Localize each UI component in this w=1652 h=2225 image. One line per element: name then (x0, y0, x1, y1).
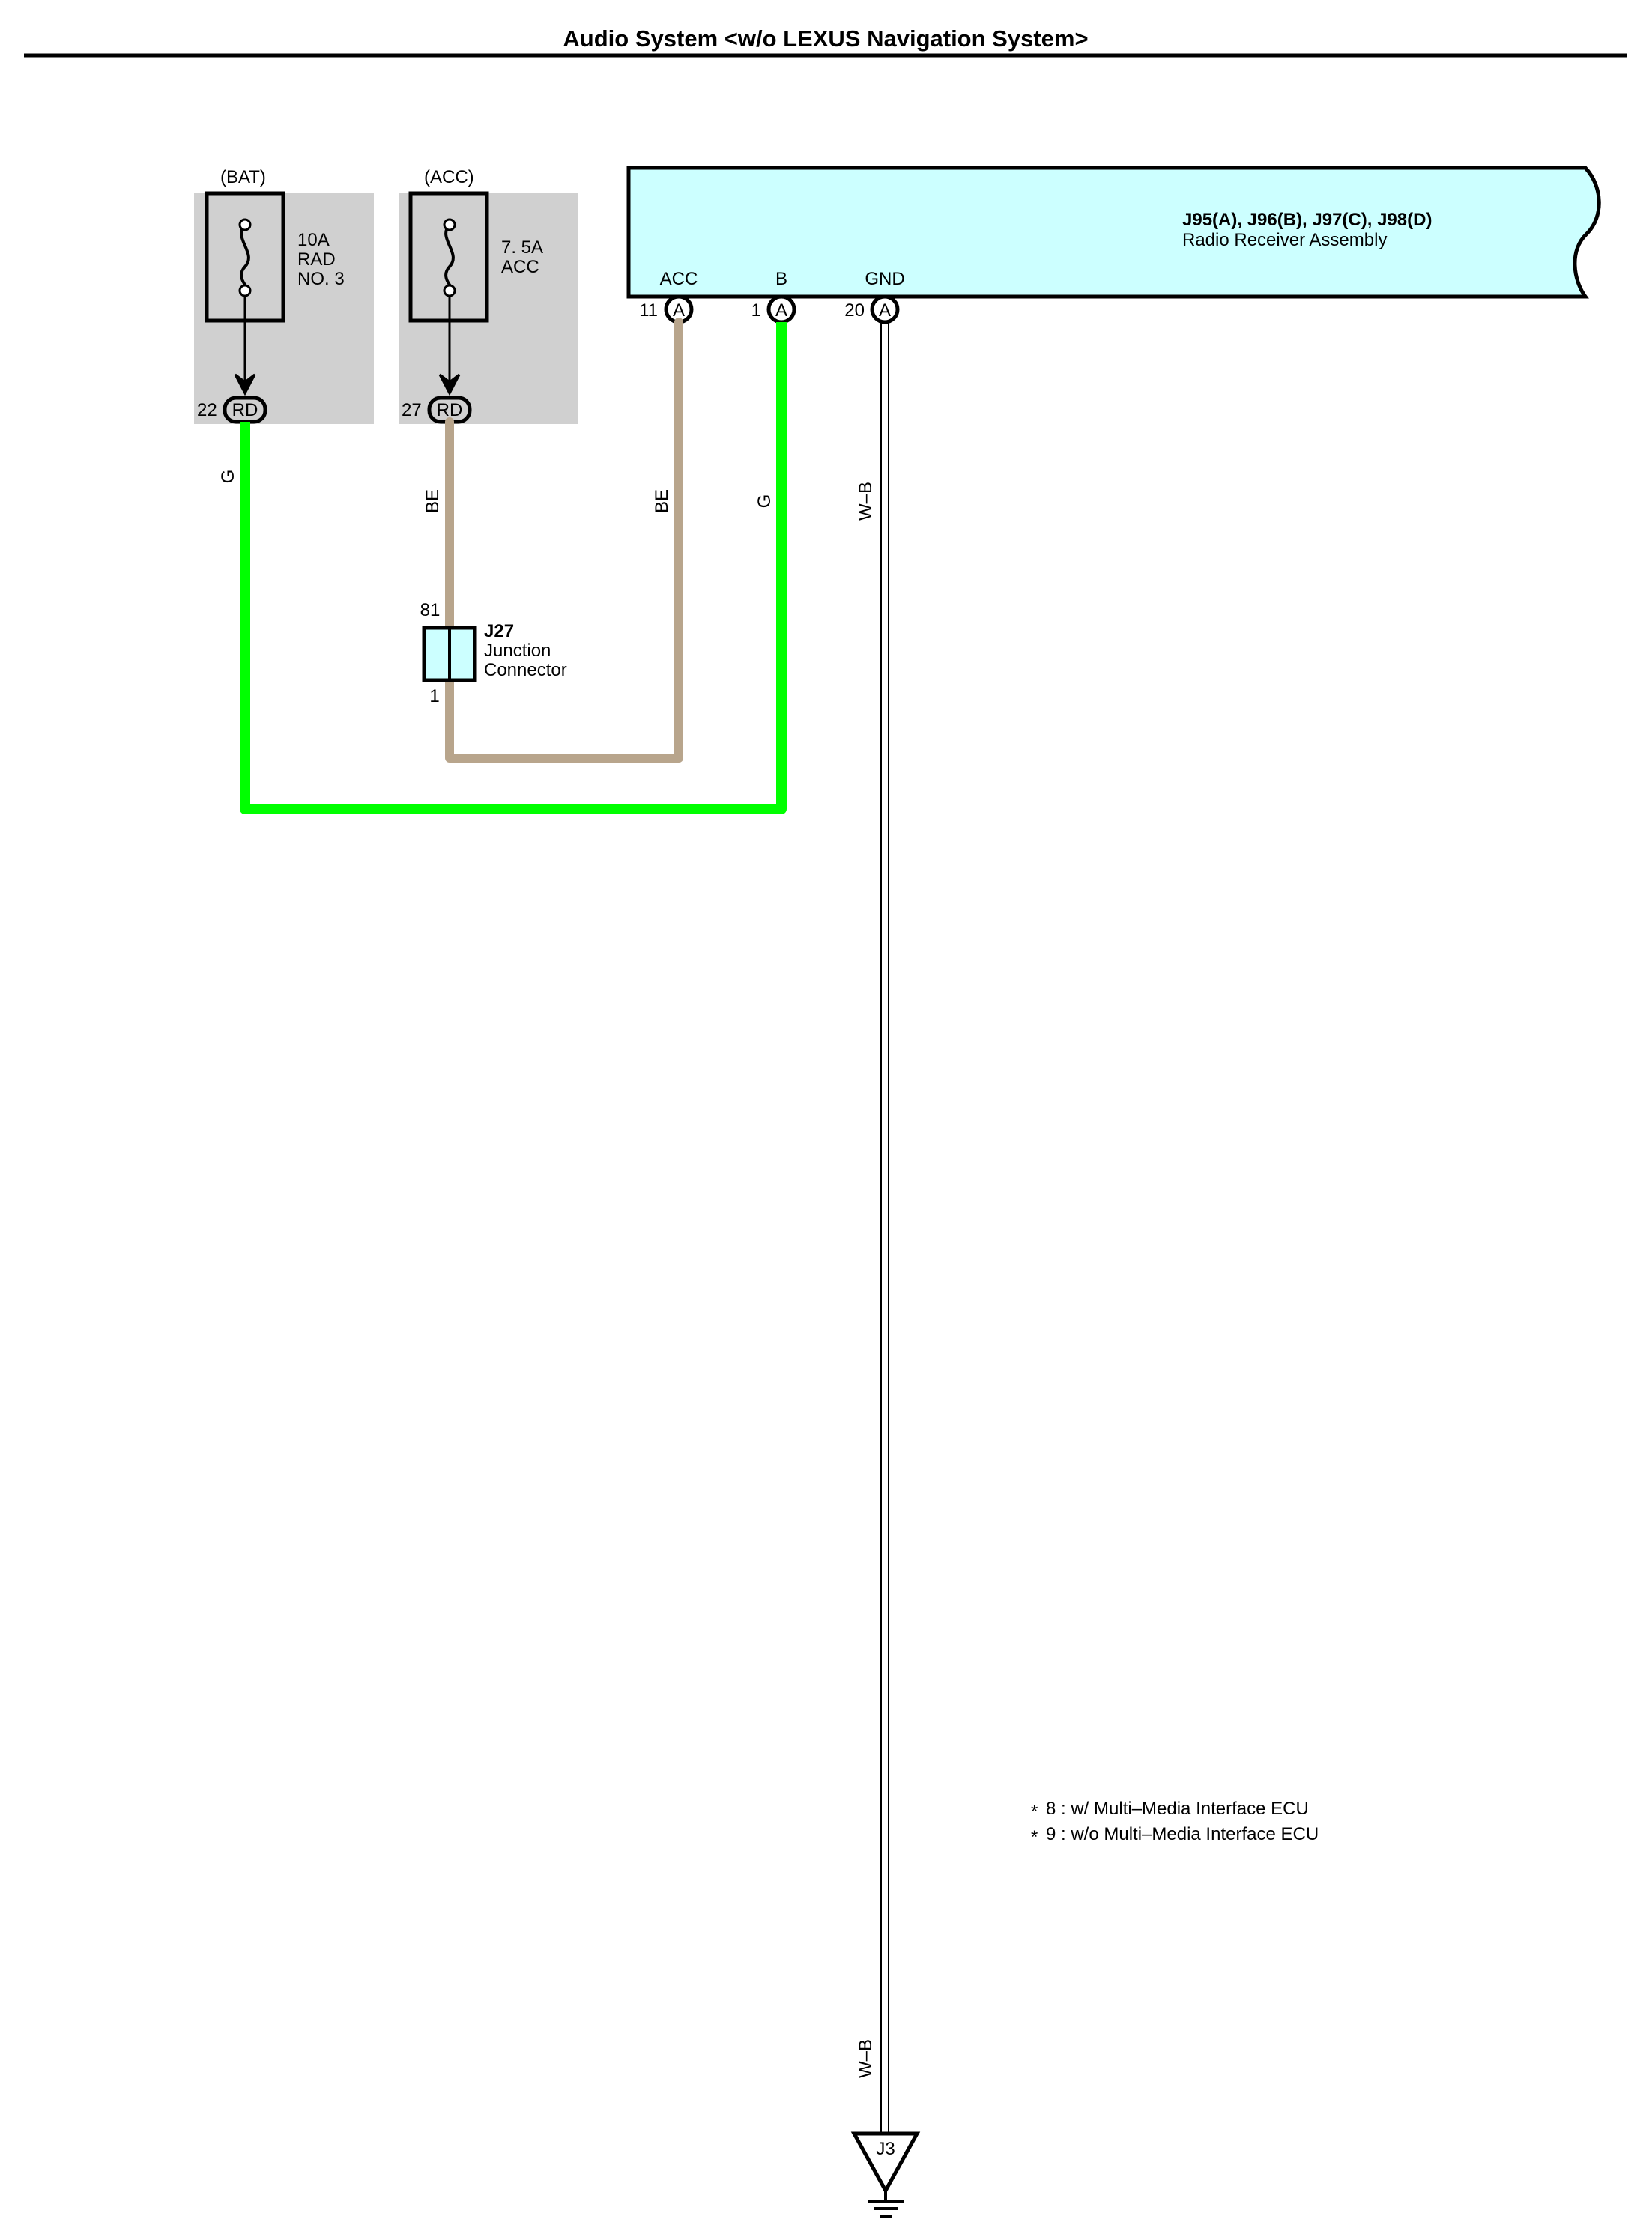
fuse-bat-name-1: RAD (297, 249, 336, 270)
wire-ground-wb (880, 322, 889, 2156)
note-2-text: 9 : w/o Multi–Media Interface ECU (1046, 1824, 1319, 1844)
j27-pin-bottom: 1 (429, 686, 439, 706)
fuse-bat-terminal-top (238, 218, 252, 231)
footnotes: * 8 : w/ Multi–Media Interface ECU * 9 :… (1031, 1799, 1319, 1847)
terminal-gnd-name: GND (865, 269, 904, 289)
fuse-acc-connector-label: RD (437, 400, 463, 420)
fuse-acc-terminal-top (443, 218, 456, 231)
terminal-gnd-connector-label: A (879, 300, 891, 321)
fuse-bat-source: (BAT) (220, 167, 266, 187)
fuse-acc-source: (ACC) (424, 167, 474, 187)
receiver-connectors: J95(A), J96(B), J97(C), J98(D) (1182, 210, 1432, 230)
fuse-bat-pin: 22 (197, 400, 217, 420)
ground-point-label: J3 (876, 2139, 895, 2159)
ground-point-j3: J3 (850, 2131, 921, 2218)
terminal-gnd-pin: 20 (844, 300, 865, 321)
ground-triangle-icon (850, 2131, 921, 2195)
terminal-b-pin: 1 (751, 300, 761, 321)
junction-connector-j27: 81 1 J27 Junction Connector (420, 600, 567, 706)
fuse-bat-arrow-icon (234, 373, 256, 396)
fuse-acc: (ACC) 7. 5A ACC 27 RD (399, 167, 578, 424)
wire-beige-j27-to-acc (445, 318, 683, 763)
page-title: Audio System <w/o LEXUS Navigation Syste… (563, 25, 1088, 52)
wire-label-acc-be: BE (423, 489, 443, 513)
note-2-marker: * (1031, 1827, 1038, 1847)
wire-green-bat-to-b (240, 322, 787, 814)
fuse-acc-rating: 7. 5A (501, 237, 543, 258)
fuse-acc-terminal-bottom (443, 284, 456, 297)
fuse-bat: (BAT) 10A RAD NO. 3 22 RD (194, 167, 374, 424)
j27-name-1: Junction (484, 641, 551, 661)
terminal-acc-pin: 11 (639, 300, 658, 321)
terminal-acc-connector-label: A (673, 300, 685, 321)
fuse-bat-connector-label: RD (232, 400, 258, 420)
note-1-text: 8 : w/ Multi–Media Interface ECU (1046, 1799, 1309, 1819)
terminal-acc-name: ACC (660, 269, 698, 289)
j27-pin-top: 81 (420, 600, 441, 620)
fuse-acc-pin: 27 (402, 400, 422, 420)
note-1-marker: * (1031, 1802, 1038, 1822)
fuse-bat-terminal-bottom (238, 284, 252, 297)
wire-label-ground-bottom: W–B (856, 2039, 876, 2078)
wire-label-receiver-acc-be: BE (652, 489, 672, 513)
receiver-name: Radio Receiver Assembly (1182, 230, 1387, 250)
wire-label-receiver-b-g: G (754, 494, 775, 509)
terminal-b-name: B (775, 269, 787, 289)
j27-name-2: Connector (484, 660, 567, 680)
fuse-acc-arrow-icon (438, 373, 461, 396)
wire-label-ground-top: W–B (856, 482, 876, 521)
fuse-bat-rating: 10A (297, 230, 330, 250)
terminal-gnd-connector (870, 294, 900, 324)
fuse-bat-name-2: NO. 3 (297, 269, 345, 289)
radio-receiver-assembly: J95(A), J96(B), J97(C), J98(D) Radio Rec… (626, 166, 1601, 324)
terminal-b-connector-label: A (775, 300, 787, 321)
fuse-acc-name-1: ACC (501, 257, 539, 277)
j27-id: J27 (484, 621, 514, 641)
receiver-body (626, 166, 1601, 299)
wire-label-bat-g: G (218, 470, 238, 484)
